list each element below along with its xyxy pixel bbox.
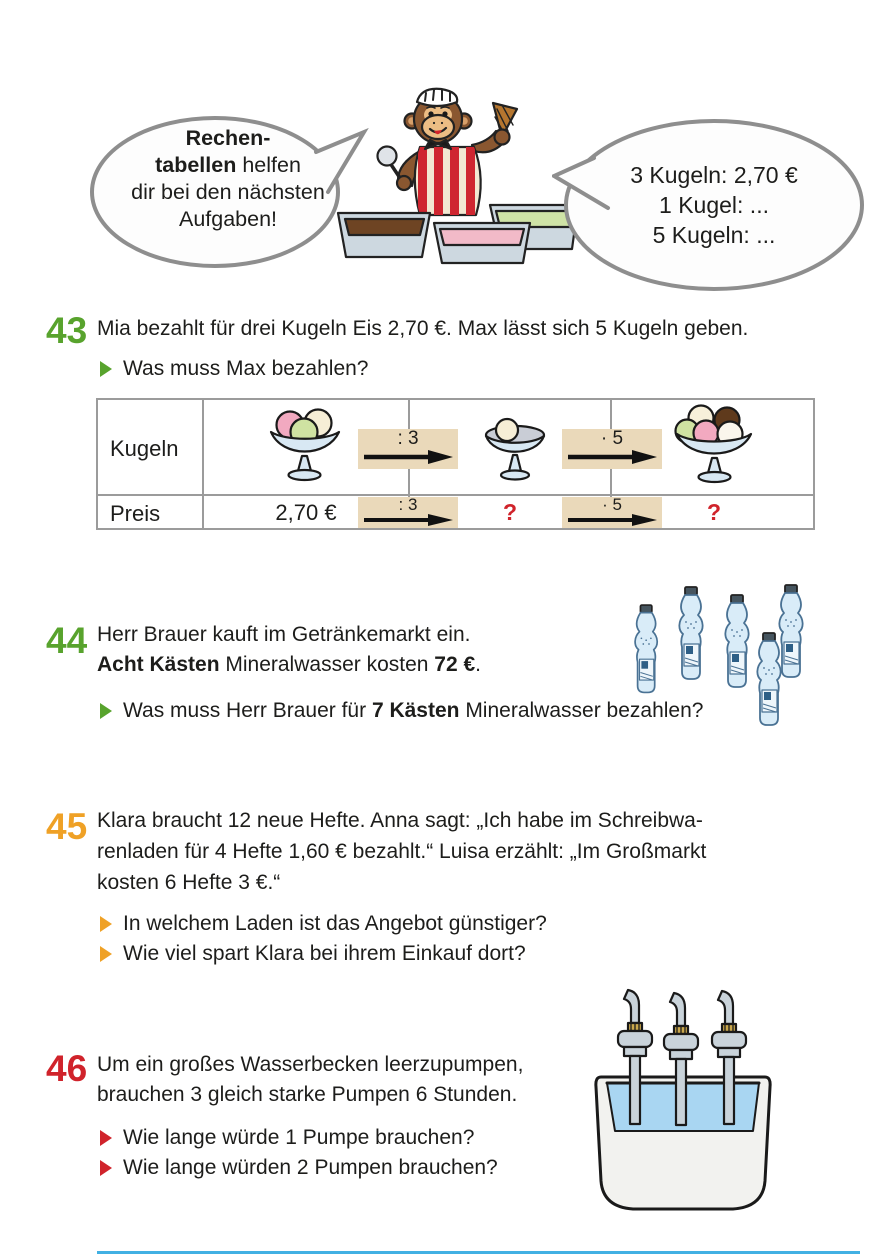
exercise-46-bullet-1-text: Wie lange würde 1 Pumpe brauchen? — [123, 1126, 475, 1149]
divide-arrow-icon — [364, 450, 453, 464]
exercise-44-line1: Herr Brauer kauft im Getränkemarkt ein. — [97, 623, 471, 646]
bullet-triangle-icon — [100, 1160, 112, 1176]
table-vline-1 — [202, 400, 204, 528]
exercise-45-line1: Klara braucht 12 neue Hefte. Anna sagt: … — [97, 809, 703, 832]
exercise-43-bullet-1: Was muss Max bezahlen? — [100, 356, 369, 382]
divide-arrow-box-top: : 3 — [358, 429, 458, 469]
bullet-triangle-icon — [100, 1130, 112, 1146]
bubble-right-line3: 5 Kugeln: ... — [652, 222, 776, 248]
pumps-basin-illustration — [594, 988, 772, 1211]
table-label-kugeln: Kugeln — [110, 436, 179, 461]
bubble-left-line3: dir bei den nächsten — [131, 180, 325, 204]
exercise-45-bullet-2: Wie viel spart Klara bei ihrem Einkauf d… — [100, 941, 526, 967]
bullet-triangle-icon — [100, 946, 112, 962]
table-label-preis: Preis — [110, 501, 161, 526]
exercise-45-bullet-1-text: In welchem Laden ist das Angebot günstig… — [123, 912, 547, 935]
sundae-1-scoop-icon — [484, 417, 546, 481]
page-footer-rule — [97, 1251, 860, 1254]
monkey-ice-cream-vendor-illustration — [336, 87, 580, 265]
bubble-left-line2-bold: tabellen — [155, 153, 237, 177]
multiply-arrow-icon — [568, 450, 657, 464]
exercise-45-bullet-2-text: Wie viel spart Klara bei ihrem Einkauf d… — [123, 942, 526, 965]
sundae-3-scoops-icon — [269, 408, 341, 482]
divide-arrow-box-bottom: : 3 — [358, 496, 458, 528]
ratio-table: Kugeln Preis — [96, 398, 815, 530]
table-question-2: ? — [706, 499, 722, 525]
water-bottles-illustration — [634, 584, 804, 726]
sundae-5-scoops-icon — [674, 404, 753, 484]
exercise-44-number: 44 — [46, 620, 88, 661]
exercise-46-bullet-2: Wie lange würden 2 Pumpen brauchen? — [100, 1155, 498, 1181]
multiply-arrow-box-bottom: · 5 — [562, 496, 662, 528]
exercise-46-number: 46 — [46, 1048, 88, 1089]
multiply-arrow-box-top: · 5 — [562, 429, 662, 469]
bubble-left-line1: Rechen- — [185, 126, 271, 150]
exercise-43-text: Mia bezahlt für drei Kugeln Eis 2,70 €. … — [97, 317, 749, 340]
exercise-45-line3: kosten 6 Hefte 3 €.“ — [97, 871, 281, 894]
bubble-left-line4: Aufgaben! — [178, 207, 278, 231]
table-row-divider — [98, 494, 813, 496]
bullet-triangle-icon — [100, 361, 112, 377]
exercise-46-line1: Um ein großes Wasserbecken leerzupumpen, — [97, 1053, 524, 1076]
table-question-1: ? — [502, 499, 518, 525]
table-price-start: 2,70 € — [275, 500, 337, 525]
exercise-46-line2: brauchen 3 gleich starke Pumpen 6 Stunde… — [97, 1083, 518, 1106]
exercise-44-bullet-1: Was muss Herr Brauer für 7 Kästen Minera… — [100, 698, 703, 724]
exercise-46-bullet-2-text: Wie lange würden 2 Pumpen brauchen? — [123, 1156, 498, 1179]
divide-arrow-icon — [364, 514, 453, 526]
speech-bubble-left — [90, 116, 369, 268]
bullet-triangle-icon — [100, 916, 112, 932]
speech-bubble-left-text: Rechen- tabellen helfen dir bei den näch… — [108, 125, 348, 233]
exercise-44-bullet-1-text: Was muss Herr Brauer für 7 Kästen Minera… — [123, 699, 704, 722]
exercise-45-bullet-1: In welchem Laden ist das Angebot günstig… — [100, 911, 547, 937]
exercise-46-bullet-1: Wie lange würde 1 Pumpe brauchen? — [100, 1125, 474, 1151]
exercise-45-line2: renladen für 4 Hefte 1,60 € bezahlt.“ Lu… — [97, 840, 707, 863]
bubble-right-line1: 3 Kugeln: 2,70 € — [630, 162, 798, 188]
bubble-left-line2-rest: helfen — [236, 153, 301, 177]
speech-bubble-right-text: 3 Kugeln: 2,70 € 1 Kugel: ... 5 Kugeln: … — [582, 160, 846, 250]
exercise-43-number: 43 — [46, 310, 88, 351]
exercise-43-bullet-1-text: Was muss Max bezahlen? — [123, 357, 369, 380]
bullet-triangle-icon — [100, 703, 112, 719]
multiply-arrow-icon — [568, 514, 657, 526]
exercise-45-number: 45 — [46, 806, 88, 847]
exercise-44-line2: Acht Kästen Mineralwasser kosten 72 €. — [97, 653, 481, 676]
bubble-right-line2: 1 Kugel: ... — [659, 192, 769, 218]
speech-bubble-right — [552, 119, 864, 291]
